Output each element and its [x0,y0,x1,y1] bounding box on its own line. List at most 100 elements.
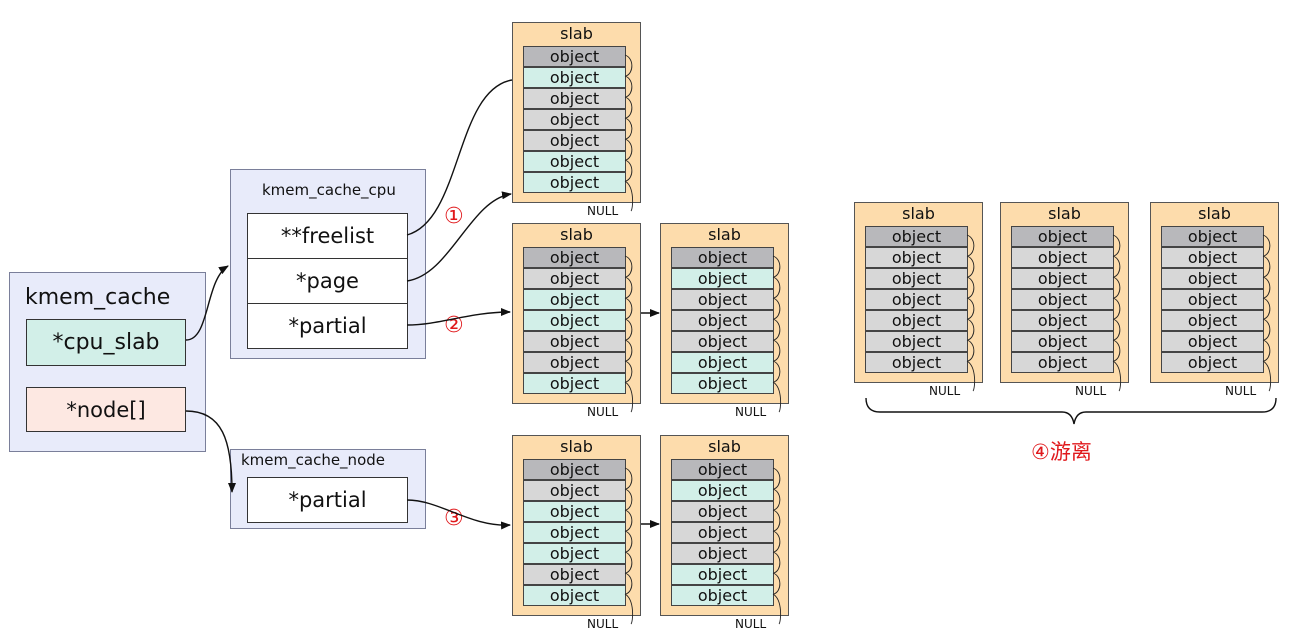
kmem-cache-cpu-title: kmem_cache_cpu [262,181,396,199]
object-used: object [1011,247,1114,268]
object-free: object [523,585,626,606]
freelist-link [1262,297,1271,320]
kmem-cache-node-struct: kmem_cache_node *partial [230,449,426,529]
freelist-link [1262,276,1271,299]
freelist-null-link [624,593,634,625]
freelist-link [624,54,633,77]
object-free: object [523,522,626,543]
object-free: object [671,352,774,373]
object-used: object [523,480,626,501]
kmem-cache-title: kmem_cache [25,285,171,310]
object-used: object [1011,268,1114,289]
object-used: object [865,247,968,268]
freelist-null-link [1112,360,1122,392]
freelist-link [624,488,633,511]
freelist-link [624,276,633,299]
freelist-link [624,117,633,140]
null-label: NULL [587,617,619,631]
freelist-null-link [624,180,634,212]
slab-title: slab [1048,204,1081,223]
object-free: object [523,310,626,331]
freelist-link [772,360,781,383]
object-used: object [1011,289,1114,310]
slab-title: slab [708,437,741,456]
freelist-link [1262,339,1271,362]
freelist-link [966,255,975,278]
freelist-link [772,488,781,511]
object-used: object [1161,268,1264,289]
object-used: object [671,522,774,543]
object-used: object [865,268,968,289]
freelist-link [1112,318,1121,341]
object-used: object [671,310,774,331]
freelist-field: **freelist [247,213,408,259]
freelist-link [772,318,781,341]
object-free: object [671,480,774,501]
freelist-link [624,572,633,595]
object-free: object [523,172,626,193]
null-label: NULL [929,384,961,398]
freelist-link [966,234,975,257]
object-head: object [1011,226,1114,247]
freelist-link [966,276,975,299]
object-free: object [523,543,626,564]
object-used: object [523,109,626,130]
freelist-link [624,297,633,320]
object-used: object [523,352,626,373]
freelist-link [1112,339,1121,362]
kmem-cache-node-title: kmem_cache_node [241,451,385,469]
freelist-link [772,509,781,532]
object-head: object [523,459,626,480]
freelist-link [624,138,633,161]
freelist-link [624,509,633,532]
freelist-link [624,318,633,341]
object-head: object [671,459,774,480]
object-free: object [671,585,774,606]
cpu-partial-field: *partial [247,303,408,349]
null-label: NULL [1075,384,1107,398]
object-free: object [523,501,626,522]
freelist-link [772,297,781,320]
freelist-null-link [966,360,976,392]
freelist-link [772,551,781,574]
object-used: object [1011,352,1114,373]
freelist-link [772,572,781,595]
freelist-link [624,255,633,278]
freelist-link [1112,255,1121,278]
object-used: object [1011,310,1114,331]
object-used: object [865,310,968,331]
object-used: object [671,501,774,522]
freelist-link [1112,297,1121,320]
slab-title: slab [708,225,741,244]
null-label: NULL [587,204,619,218]
object-head: object [523,46,626,67]
null-label: NULL [735,405,767,419]
object-head: object [865,226,968,247]
object-free: object [523,289,626,310]
object-used: object [865,331,968,352]
freelist-link [1112,276,1121,299]
freelist-link [966,297,975,320]
freelist-link [966,318,975,341]
object-used: object [1161,247,1264,268]
null-label: NULL [735,617,767,631]
cpu-slab-field: *cpu_slab [26,319,186,366]
slab-title: slab [560,225,593,244]
freelist-null-link [772,381,782,413]
freelist-null-link [624,381,634,413]
freelist-link [624,339,633,362]
freelist-link [624,530,633,553]
slab-title: slab [560,437,593,456]
object-head: object [523,247,626,268]
object-used: object [1011,331,1114,352]
object-used: object [1161,352,1264,373]
freelist-link [1262,318,1271,341]
object-used: object [523,130,626,151]
freelist-null-link [772,593,782,625]
object-used: object [865,352,968,373]
node-array-field: *node[] [26,387,186,432]
freelist-link [624,159,633,182]
